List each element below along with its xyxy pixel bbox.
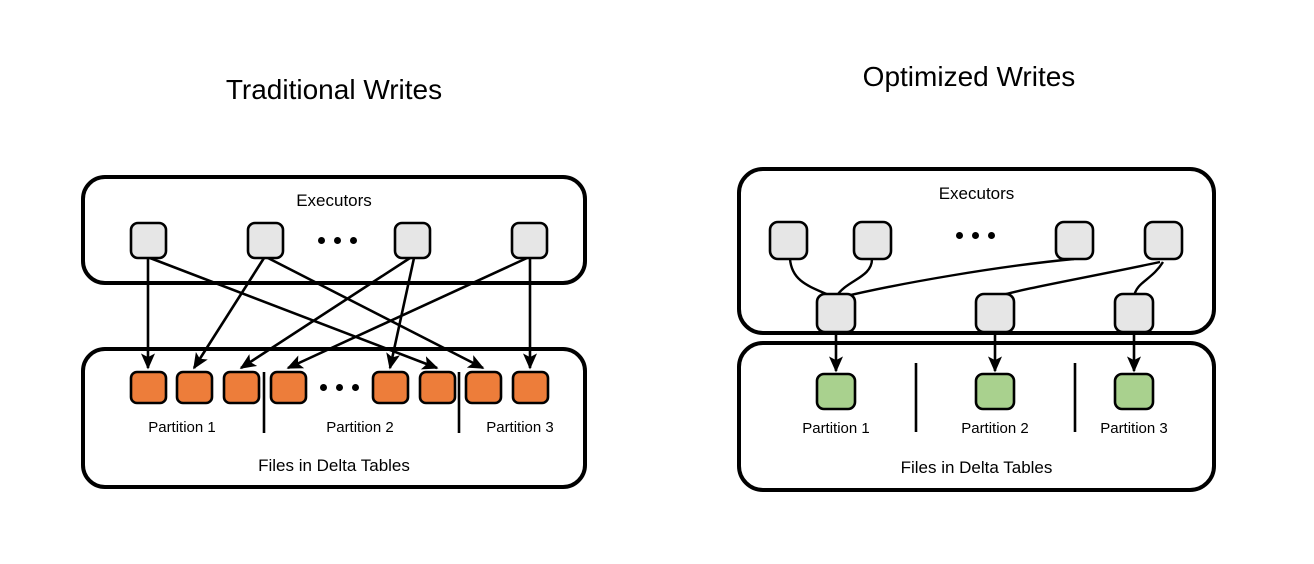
file-box[interactable]	[175, 370, 214, 405]
executor-boxes-traditional	[129, 221, 549, 260]
edge-e2-f2	[192, 257, 266, 370]
executors-container-optimized	[737, 167, 1216, 335]
executor-box[interactable]	[768, 220, 809, 261]
partition-label-optimized-1: Partition 1	[802, 420, 870, 437]
edge-e1-f6	[149, 256, 439, 370]
executor-box[interactable]	[510, 221, 549, 260]
executor-boxes-optimized	[768, 220, 1184, 261]
executor-box[interactable]	[852, 220, 893, 261]
file-box[interactable]	[464, 370, 503, 405]
panel-optimized	[737, 167, 1216, 492]
panel-traditional	[81, 175, 587, 489]
page-title-traditional: Traditional Writes	[225, 74, 443, 105]
file-boxes-optimized	[815, 372, 1155, 411]
executors-label-traditional: Executors	[296, 191, 372, 210]
executor-box[interactable]	[246, 221, 285, 260]
partition-dividers-optimized	[914, 363, 1077, 432]
file-box[interactable]	[222, 370, 261, 405]
shuffle-box[interactable]	[974, 292, 1016, 334]
executor-box[interactable]	[129, 221, 168, 260]
executors-label-optimized: Executors	[938, 184, 1015, 203]
page-title-optimized: Optimized Writes	[862, 61, 1076, 92]
traditional-connectors	[140, 256, 538, 370]
executors-container-traditional	[81, 175, 587, 285]
files-label-optimized: Files in Delta Tables	[900, 458, 1053, 477]
executor-ellipsis-optimized	[956, 232, 995, 239]
file-box[interactable]	[418, 370, 457, 405]
partition-label-traditional-2: Partition 2	[326, 419, 394, 436]
partition-label-optimized-3: Partition 3	[1100, 420, 1168, 437]
partition-label-traditional-3: Partition 3	[486, 419, 554, 436]
executor-box[interactable]	[393, 221, 432, 260]
edge-e4-f3	[239, 256, 411, 370]
partition-label-optimized-2: Partition 2	[961, 420, 1029, 437]
file-boxes-traditional	[129, 370, 550, 405]
shuffle-boxes-optimized	[815, 292, 1155, 334]
file-box[interactable]	[511, 370, 550, 405]
executor-box[interactable]	[1143, 220, 1184, 261]
executor-box[interactable]	[1054, 220, 1095, 261]
curve-e2-s1	[834, 258, 874, 298]
file-box[interactable]	[269, 370, 308, 405]
file-box[interactable]	[815, 372, 857, 411]
shuffle-box[interactable]	[815, 292, 857, 334]
file-box[interactable]	[1113, 372, 1155, 411]
curve-e4-s1	[837, 257, 1075, 300]
files-label-traditional: Files in Delta Tables	[258, 456, 410, 475]
partition-label-traditional-1: Partition 1	[148, 419, 216, 436]
edge-e2-f7	[267, 256, 485, 370]
file-box[interactable]	[129, 370, 168, 405]
edge-e5-f4	[286, 256, 528, 370]
executor-ellipsis-traditional	[318, 237, 357, 244]
file-box[interactable]	[371, 370, 410, 405]
file-box[interactable]	[974, 372, 1016, 411]
optimized-connectors	[828, 332, 1142, 373]
file-ellipsis-traditional	[320, 384, 359, 391]
edge-e4-f5	[386, 257, 416, 370]
partition-dividers-traditional	[262, 372, 461, 433]
files-container-optimized	[737, 341, 1216, 492]
shuffle-box[interactable]	[1113, 292, 1155, 334]
